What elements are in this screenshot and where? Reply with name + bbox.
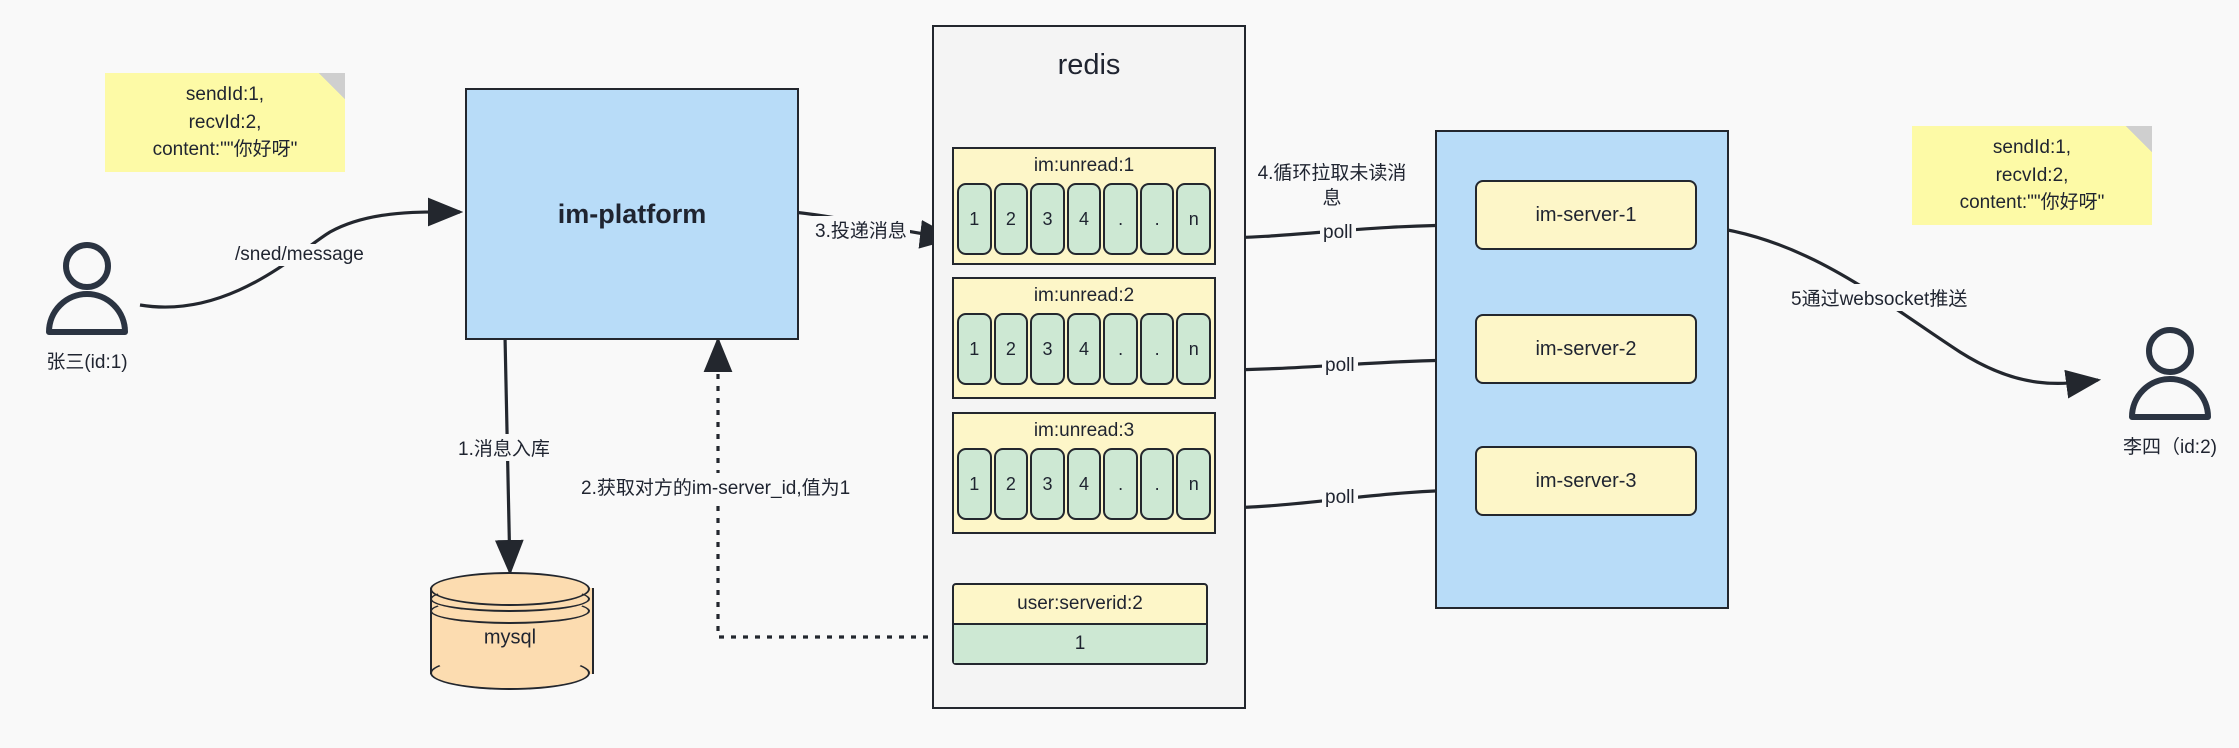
actor-receiver-label: 李四（id:2) — [2123, 437, 2217, 458]
redis-key-cells: 1 2 3 4 . . n — [954, 183, 1214, 255]
edge-label-step1: 1.消息入库 — [455, 434, 553, 461]
redis-cell[interactable]: 2 — [993, 448, 1029, 520]
edge-label-poll-1: poll — [1320, 222, 1356, 244]
redis-cell[interactable]: 3 — [1030, 448, 1065, 520]
redis-cell[interactable]: n — [1176, 448, 1212, 520]
actor-sender: 张三(id:1) — [22, 240, 152, 374]
redis-cell[interactable]: 3 — [1030, 183, 1065, 255]
redis-container: redis im:unread:1 1 2 3 4 . . n im:unrea… — [932, 25, 1246, 709]
redis-title: redis — [1057, 49, 1121, 81]
redis-key-label: im:unread:2 — [1033, 285, 1135, 306]
redis-key-cells: 1 2 3 4 . . n — [954, 313, 1214, 385]
redis-key-im-unread-2[interactable]: im:unread:2 1 2 3 4 . . n — [952, 277, 1216, 399]
redis-cell[interactable]: 4 — [1066, 448, 1102, 520]
redis-key-label: im:unread:1 — [1033, 155, 1135, 176]
edge-label-poll-3: poll — [1322, 487, 1358, 509]
redis-cell[interactable]: 1 — [957, 313, 992, 385]
edge-label-step4: 4.循环拉取未读消息 — [1253, 162, 1411, 212]
note-fold-corner-icon — [319, 73, 345, 99]
edge-label-step2: 2.获取对方的im-server_id,值为1 — [578, 473, 854, 500]
redis-cell[interactable]: 3 — [1030, 313, 1065, 385]
im-server-1-label: im-server-1 — [1535, 203, 1637, 226]
redis-cell[interactable]: . — [1103, 448, 1138, 520]
mysql-rim-2 — [430, 598, 590, 624]
redis-cell[interactable]: n — [1176, 183, 1212, 255]
redis-cell[interactable]: n — [1176, 313, 1212, 385]
redis-cell[interactable]: 1 — [957, 183, 992, 255]
edge-label-step5: 5通过websocket推送 — [1788, 284, 1971, 311]
redis-cell[interactable]: 4 — [1066, 313, 1102, 385]
redis-cell[interactable]: 2 — [993, 183, 1029, 255]
redis-cell[interactable]: . — [1139, 313, 1175, 385]
im-server-3-label: im-server-3 — [1535, 469, 1637, 492]
note-fold-corner-icon — [2126, 126, 2152, 152]
actor-sender-label: 张三(id:1) — [46, 352, 128, 373]
redis-cell[interactable]: 1 — [957, 448, 992, 520]
redis-cell[interactable]: . — [1103, 183, 1138, 255]
redis-key-user-serverid[interactable]: user:serverid:2 1 — [952, 583, 1208, 665]
note-right-text: sendId:1, recvId:2, content:""你好呀" — [1959, 137, 2105, 214]
edge-label-step3: 3.投递消息 — [812, 216, 910, 243]
redis-key-im-unread-1[interactable]: im:unread:1 1 2 3 4 . . n — [952, 147, 1216, 265]
message-note-left: sendId:1, recvId:2, content:""你好呀" — [105, 73, 345, 172]
redis-kv-value: 1 — [954, 623, 1206, 663]
im-platform-box[interactable]: im-platform — [465, 88, 799, 340]
redis-cell[interactable]: . — [1139, 448, 1175, 520]
edge-label-poll-2: poll — [1322, 355, 1358, 377]
im-server-1-box[interactable]: im-server-1 — [1475, 180, 1697, 250]
redis-cell[interactable]: 4 — [1066, 183, 1102, 255]
redis-key-im-unread-3[interactable]: im:unread:3 1 2 3 4 . . n — [952, 412, 1216, 534]
im-server-2-box[interactable]: im-server-2 — [1475, 314, 1697, 384]
mysql-database[interactable]: mysql — [430, 572, 594, 690]
redis-key-label: im:unread:3 — [1033, 420, 1135, 441]
edge-label-send-message: /sned/message — [232, 244, 367, 266]
user-icon — [2129, 327, 2211, 420]
im-server-3-box[interactable]: im-server-3 — [1475, 446, 1697, 516]
redis-cell[interactable]: . — [1139, 183, 1175, 255]
actor-receiver: 李四（id:2) — [2105, 325, 2235, 459]
im-platform-label: im-platform — [557, 198, 707, 229]
user-icon — [46, 242, 128, 335]
redis-key-cells: 1 2 3 4 . . n — [954, 448, 1214, 520]
im-server-cluster: im-server-1 im-server-2 im-server-3 — [1435, 130, 1729, 609]
message-note-right: sendId:1, recvId:2, content:""你好呀" — [1912, 126, 2152, 225]
redis-cell[interactable]: . — [1103, 313, 1138, 385]
redis-cell[interactable]: 2 — [993, 313, 1029, 385]
redis-kv-label: user:serverid:2 — [1017, 593, 1143, 614]
mysql-bottom — [430, 656, 590, 690]
im-server-2-label: im-server-2 — [1535, 337, 1637, 360]
note-left-text: sendId:1, recvId:2, content:""你好呀" — [152, 84, 298, 161]
mysql-label: mysql — [483, 626, 537, 649]
